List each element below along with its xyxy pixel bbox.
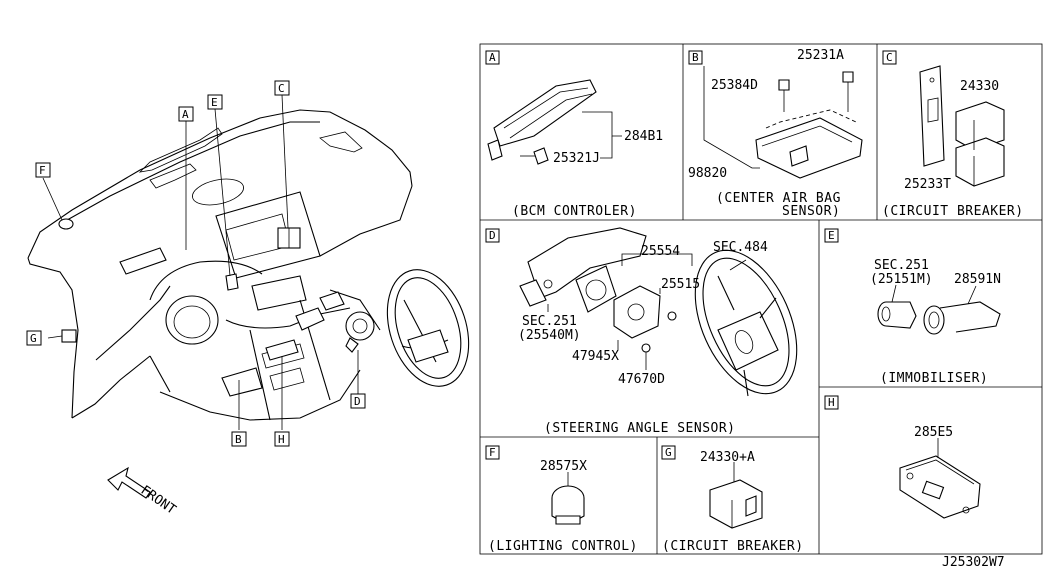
- panel-F-caption: (LIGHTING CONTROL): [488, 539, 638, 554]
- panel-B-caption-line1: (CENTER AIR BAG: [716, 191, 841, 206]
- panel-E: E SEC.251 (25151M) 28591N (IMMOBILISER): [824, 228, 1001, 386]
- svg-text:F: F: [39, 164, 46, 177]
- panel-B: B 25231A 25384D 98820 (CENTER AIR BAG SE…: [688, 48, 863, 219]
- overview-callout-A: A: [178, 106, 194, 122]
- part-SEC251-panel-D: SEC.251: [522, 314, 577, 329]
- svg-text:D: D: [354, 395, 361, 408]
- overview-callout-F: F: [35, 162, 51, 178]
- panel-H-letter: H: [828, 396, 835, 409]
- panel-grid: [479, 43, 1043, 555]
- panel-G: G 24330+A (CIRCUIT BREAKER): [661, 445, 804, 554]
- part-25233T: 25233T: [904, 177, 951, 192]
- part-25554: 25554: [641, 244, 680, 259]
- panel-C-letter: C: [886, 51, 893, 64]
- panel-B-letter: B: [692, 51, 699, 64]
- part-24330A: 24330+A: [700, 450, 755, 465]
- panel-H: H 285E5: [824, 395, 981, 519]
- panel-D-letter: D: [489, 229, 496, 242]
- svg-text:C: C: [278, 82, 285, 95]
- panel-A-letter: A: [489, 51, 496, 64]
- svg-text:E: E: [211, 96, 218, 109]
- dashboard-overview: [27, 109, 470, 421]
- diagram-code: J25302W7: [942, 555, 1005, 570]
- overview-callout-E: E: [207, 94, 223, 110]
- part-25384D: 25384D: [711, 78, 758, 93]
- svg-text:G: G: [30, 332, 37, 345]
- part-25231A: 25231A: [797, 48, 844, 63]
- panel-G-caption: (CIRCUIT BREAKER): [662, 539, 804, 554]
- part-47670D: 47670D: [618, 372, 665, 387]
- panel-C-caption: (CIRCUIT BREAKER): [882, 204, 1024, 219]
- part-25321J: 25321J: [553, 151, 600, 166]
- overview-callout-C: C: [274, 80, 290, 96]
- overview-callout-H: H: [274, 431, 290, 447]
- part-28591N: 28591N: [954, 272, 1001, 287]
- panel-E-letter: E: [828, 229, 835, 242]
- panel-A-caption: (BCM CONTROLER): [512, 204, 637, 219]
- overview-callout-B: B: [231, 431, 247, 447]
- front-label: FRONT: [138, 483, 179, 518]
- svg-text:A: A: [182, 108, 189, 121]
- part-284B1: 284B1: [624, 129, 663, 144]
- part-25151M: (25151M): [870, 272, 933, 287]
- part-25540M: (25540M): [518, 328, 581, 343]
- panel-B-caption-line2: SENSOR): [782, 204, 840, 219]
- part-98820: 98820: [688, 166, 727, 181]
- part-47945X: 47945X: [572, 349, 619, 364]
- part-SEC484: SEC.484: [713, 240, 768, 255]
- panel-grid-outer: [479, 43, 1043, 555]
- panel-D-caption: (STEERING ANGLE SENSOR): [544, 421, 736, 436]
- part-25515: 25515: [661, 277, 700, 292]
- part-24330-panel-C: 24330: [960, 79, 999, 94]
- panel-A: A 284B1 25321J (BCM CONTROLER): [485, 50, 663, 219]
- part-28575X: 28575X: [540, 459, 587, 474]
- part-SEC251-panel-E: SEC.251: [874, 258, 929, 273]
- overview-callout-G: G: [26, 330, 42, 346]
- overview-leaders: [42, 94, 359, 430]
- panel-F-letter: F: [489, 446, 496, 459]
- svg-text:H: H: [278, 433, 285, 446]
- overview-callout-D: D: [350, 393, 366, 409]
- panel-D: D 25554 SEC.484 25515 SEC.251 (25540M) 4…: [485, 227, 798, 436]
- panel-F: F 28575X (LIGHTING CONTROL): [485, 445, 638, 554]
- part-285E5: 285E5: [914, 425, 953, 440]
- svg-text:B: B: [235, 433, 242, 446]
- panel-E-caption: (IMMOBILISER): [880, 371, 988, 386]
- panel-G-letter: G: [665, 446, 672, 459]
- panel-C: C 24330 25233T (CIRCUIT BREAKER): [882, 50, 1024, 219]
- front-arrow: FRONT: [107, 466, 179, 518]
